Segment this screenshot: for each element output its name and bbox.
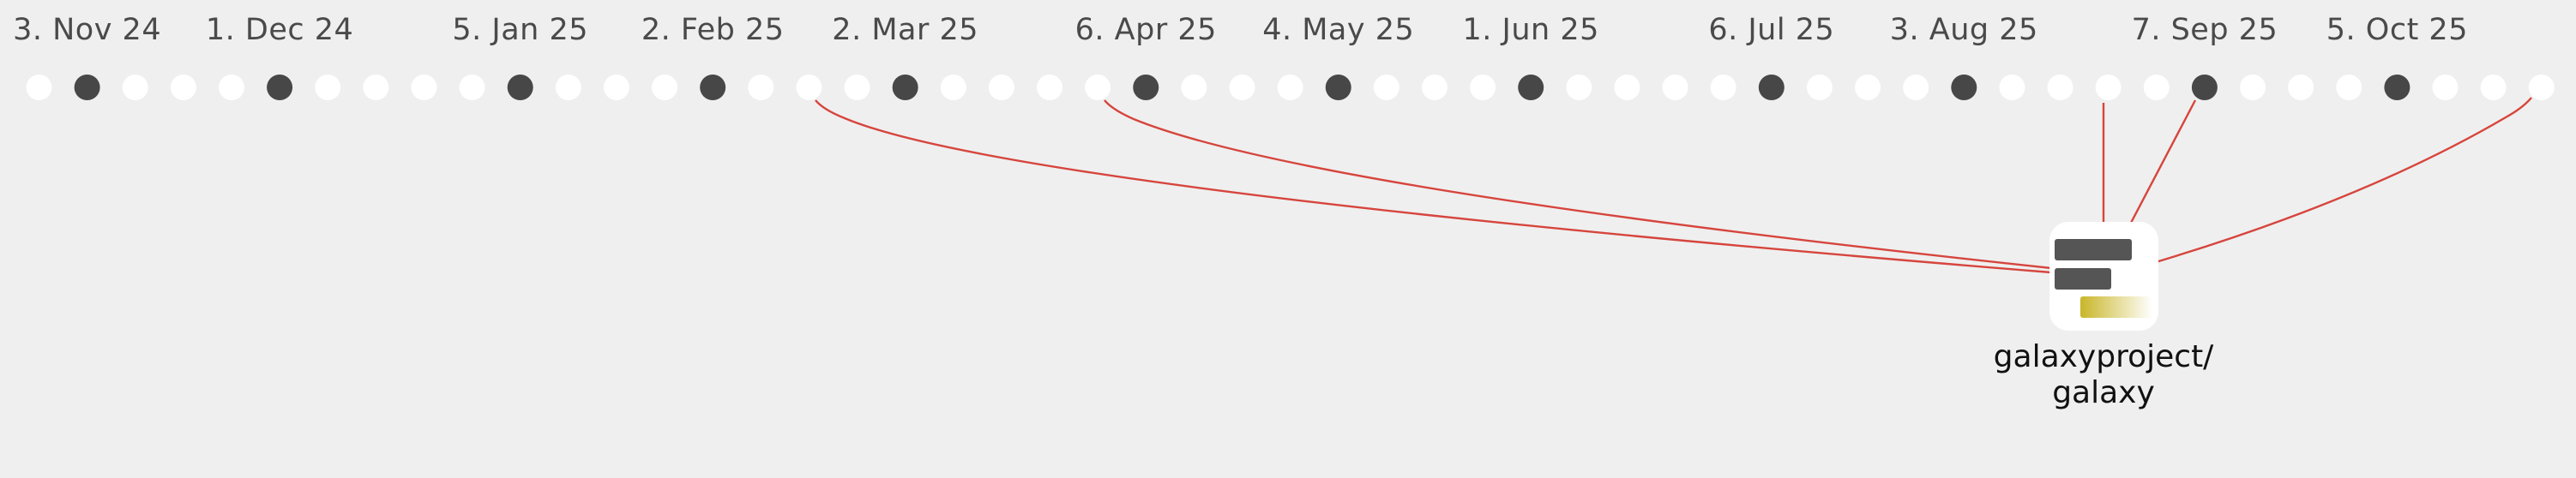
week-dot[interactable]	[652, 75, 678, 100]
week-dot[interactable]	[2240, 75, 2266, 100]
date-labels: 3. Nov 24 1. Dec 24 5. Jan 25 2. Feb 25 2. M…	[13, 13, 2468, 47]
date-label: 6. Jul 25	[1708, 13, 1834, 47]
week-dot[interactable]	[2336, 75, 2362, 100]
week-dot[interactable]	[1999, 75, 2025, 100]
week-dot[interactable]	[988, 75, 1014, 100]
date-label: 5. Jan 25	[452, 13, 588, 47]
date-label: 1. Dec 24	[206, 13, 353, 47]
week-dot-active[interactable]	[1758, 75, 1785, 100]
week-dot[interactable]	[315, 75, 341, 100]
week-dot[interactable]	[1662, 75, 1688, 100]
week-dot[interactable]	[2288, 75, 2314, 100]
date-label: 6. Apr 25	[1075, 13, 1217, 47]
connector-line	[2128, 99, 2197, 225]
week-dot[interactable]	[748, 75, 774, 100]
week-dot[interactable]	[2047, 75, 2073, 100]
week-dot[interactable]	[1037, 75, 1063, 100]
week-dot[interactable]	[1085, 75, 1111, 100]
connection-lines	[815, 97, 2532, 274]
week-dot-active[interactable]	[267, 75, 293, 100]
repository-bars-icon[interactable]	[2049, 222, 2158, 331]
connector-line	[1104, 99, 2052, 270]
week-dot[interactable]	[555, 75, 581, 100]
week-dot[interactable]	[844, 75, 870, 100]
week-dot[interactable]	[1855, 75, 1881, 100]
week-dot[interactable]	[2480, 75, 2507, 100]
week-dot[interactable]	[122, 75, 148, 100]
week-dot[interactable]	[940, 75, 966, 100]
week-dot[interactable]	[1373, 75, 1399, 100]
repository-name-line1[interactable]: galaxyproject/	[1994, 339, 2215, 374]
week-dot-active[interactable]	[507, 75, 533, 100]
date-label: 1. Jun 25	[1463, 13, 1599, 47]
week-dot[interactable]	[218, 75, 244, 100]
date-label: 4. May 25	[1262, 13, 1414, 47]
week-dot[interactable]	[796, 75, 822, 100]
week-dot-active[interactable]	[1325, 75, 1351, 100]
week-dot-active[interactable]	[2191, 75, 2218, 100]
date-label: 2. Mar 25	[832, 13, 978, 47]
week-dot[interactable]	[1710, 75, 1736, 100]
week-dot[interactable]	[1806, 75, 1833, 100]
date-label: 3. Nov 24	[13, 13, 161, 47]
week-dot[interactable]	[1903, 75, 1929, 100]
week-dot[interactable]	[411, 75, 437, 100]
week-dot-active[interactable]	[1133, 75, 1159, 100]
week-dot[interactable]	[2528, 75, 2555, 100]
week-dot[interactable]	[1566, 75, 1592, 100]
week-dot[interactable]	[2143, 75, 2170, 100]
week-dot[interactable]	[26, 75, 52, 100]
week-dot[interactable]	[1277, 75, 1303, 100]
week-dot[interactable]	[1614, 75, 1640, 100]
week-dot-active[interactable]	[74, 75, 100, 100]
connector-line	[815, 99, 2052, 274]
date-label: 3. Aug 25	[1890, 13, 2038, 47]
week-dot[interactable]	[2432, 75, 2459, 100]
week-dot[interactable]	[603, 75, 629, 100]
week-dot[interactable]	[459, 75, 485, 100]
date-label: 7. Sep 25	[2132, 13, 2278, 47]
week-dot[interactable]	[1229, 75, 1255, 100]
week-dot[interactable]	[170, 75, 196, 100]
week-dot-active[interactable]	[2384, 75, 2410, 100]
connector-line	[2155, 97, 2532, 264]
week-dot-active[interactable]	[1518, 75, 1544, 100]
week-dot-active[interactable]	[892, 75, 918, 100]
week-dots	[26, 75, 2555, 100]
week-dot[interactable]	[363, 75, 389, 100]
week-dot[interactable]	[1181, 75, 1207, 100]
week-dot[interactable]	[1421, 75, 1447, 100]
week-dot[interactable]	[2095, 75, 2122, 100]
date-label: 2. Feb 25	[641, 13, 785, 47]
repository-node[interactable]: galaxyproject/ galaxy	[1994, 222, 2215, 410]
date-label: 5. Oct 25	[2326, 13, 2468, 47]
week-dot[interactable]	[1470, 75, 1496, 100]
week-dot-active[interactable]	[1951, 75, 1977, 100]
repository-name-line2[interactable]: galaxy	[2052, 375, 2155, 410]
week-dot-active[interactable]	[700, 75, 726, 100]
